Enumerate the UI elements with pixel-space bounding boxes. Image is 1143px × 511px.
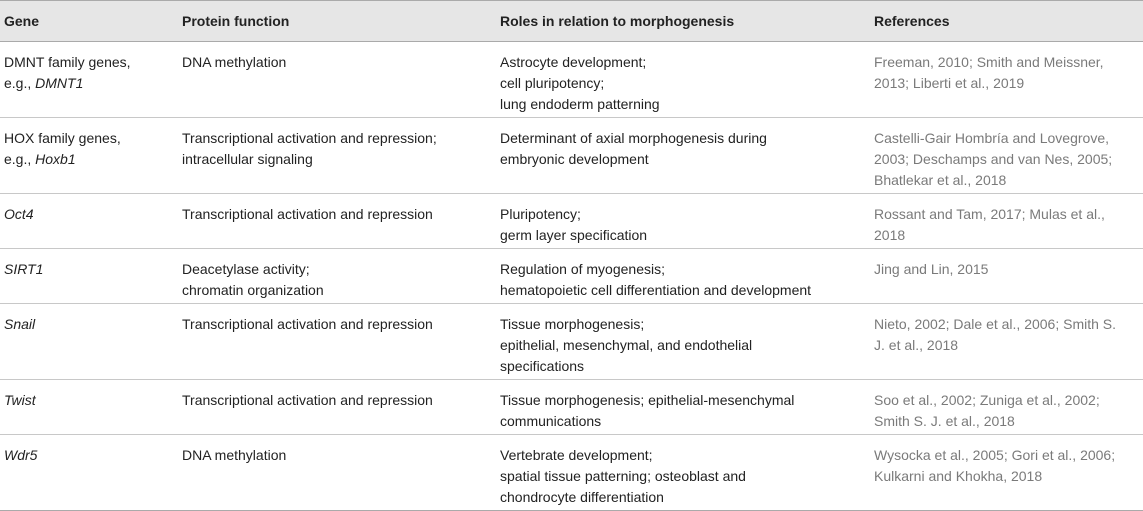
roles-line: chondrocyte differentiation	[500, 489, 664, 505]
roles-line: Determinant of axial morphogenesis durin…	[500, 130, 767, 146]
cell-references: Freeman, 2010; Smith and Meissner, 2013;…	[870, 42, 1143, 118]
reference-line: 2018	[874, 227, 906, 243]
cell-roles: Vertebrate development; spatial tissue p…	[496, 435, 870, 511]
reference-line: Jing and Lin, 2015	[874, 261, 989, 277]
cell-protein-function: Transcriptional activation and repressio…	[178, 304, 496, 380]
roles-line: Tissue morphogenesis; epithelial-mesench…	[500, 392, 795, 408]
roles-line: lung endoderm patterning	[500, 96, 660, 112]
roles-line: Regulation of myogenesis;	[500, 261, 665, 277]
cell-protein-function: Deacetylase activity; chromatin organiza…	[178, 249, 496, 304]
reference-line: Nieto, 2002; Dale et al., 2006; Smith S.	[874, 316, 1117, 332]
gene-line: DMNT family genes,	[4, 54, 131, 70]
gene-italic-name: DMNT1	[35, 75, 84, 91]
header-gene: Gene	[0, 0, 178, 42]
header-protein-function: Protein function	[178, 0, 496, 42]
cell-roles: Tissue morphogenesis; epithelial-mesench…	[496, 380, 870, 435]
cell-protein-function: Transcriptional activation and repressio…	[178, 380, 496, 435]
table-row: DMNT family genes, e.g., DMNT1 DNA methy…	[0, 42, 1143, 118]
gene-italic-name: Hoxb1	[35, 151, 76, 167]
gene-italic-name: Oct4	[4, 206, 34, 222]
function-line: Deacetylase activity;	[182, 261, 310, 277]
reference-line: Bhatlekar et al., 2018	[874, 172, 1007, 188]
function-line: Transcriptional activation and repressio…	[182, 130, 437, 146]
cell-references: Wysocka et al., 2005; Gori et al., 2006;…	[870, 435, 1143, 511]
cell-roles: Pluripotency; germ layer specification	[496, 194, 870, 249]
cell-gene: HOX family genes, e.g., Hoxb1	[0, 118, 178, 194]
cell-references: Rossant and Tam, 2017; Mulas et al., 201…	[870, 194, 1143, 249]
gene-line: e.g., Hoxb1	[4, 149, 174, 170]
cell-protein-function: Transcriptional activation and repressio…	[178, 194, 496, 249]
function-line: chromatin organization	[182, 282, 324, 298]
cell-roles: Astrocyte development; cell pluripotency…	[496, 42, 870, 118]
roles-line: hematopoietic cell differentiation and d…	[500, 282, 812, 298]
reference-line: 2003; Deschamps and van Nes, 2005;	[874, 151, 1113, 167]
roles-line: Astrocyte development;	[500, 54, 647, 70]
reference-line: Rossant and Tam, 2017; Mulas et al.,	[874, 206, 1105, 222]
reference-line: Castelli-Gair Hombría and Lovegrove,	[874, 130, 1109, 146]
cell-roles: Determinant of axial morphogenesis durin…	[496, 118, 870, 194]
reference-line: Kulkarni and Khokha, 2018	[874, 468, 1043, 484]
reference-line: J. et al., 2018	[874, 337, 959, 353]
cell-protein-function: DNA methylation	[178, 435, 496, 511]
reference-line: Freeman, 2010; Smith and Meissner,	[874, 54, 1104, 70]
gene-italic-name: Snail	[4, 316, 36, 332]
roles-line: communications	[500, 413, 602, 429]
roles-line: specifications	[500, 358, 585, 374]
roles-line: Tissue morphogenesis;	[500, 316, 645, 332]
cell-references: Nieto, 2002; Dale et al., 2006; Smith S.…	[870, 304, 1143, 380]
reference-line: Wysocka et al., 2005; Gori et al., 2006;	[874, 447, 1116, 463]
cell-protein-function: DNA methylation	[178, 42, 496, 118]
gene-italic-name: Twist	[4, 392, 36, 408]
gene-prefix: e.g.,	[4, 151, 36, 167]
cell-references: Soo et al., 2002; Zuniga et al., 2002; S…	[870, 380, 1143, 435]
gene-line: e.g., DMNT1	[4, 73, 174, 94]
table-row: HOX family genes, e.g., Hoxb1 Transcript…	[0, 118, 1143, 194]
table-row: Snail Transcriptional activation and rep…	[0, 304, 1143, 380]
table-header-row: Gene Protein function Roles in relation …	[0, 0, 1143, 42]
cell-references: Jing and Lin, 2015	[870, 249, 1143, 304]
cell-protein-function: Transcriptional activation and repressio…	[178, 118, 496, 194]
table-row: Twist Transcriptional activation and rep…	[0, 380, 1143, 435]
gene-italic-name: Wdr5	[4, 447, 38, 463]
gene-prefix: e.g.,	[4, 75, 36, 91]
gene-italic-name: SIRT1	[4, 261, 44, 277]
function-line: intracellular signaling	[182, 151, 313, 167]
function-line: DNA methylation	[182, 54, 287, 70]
reference-line: Soo et al., 2002; Zuniga et al., 2002;	[874, 392, 1100, 408]
function-line: Transcriptional activation and repressio…	[182, 206, 433, 222]
function-line: Transcriptional activation and repressio…	[182, 316, 433, 332]
roles-line: Pluripotency;	[500, 206, 581, 222]
cell-gene: Twist	[0, 380, 178, 435]
roles-line: embryonic development	[500, 151, 649, 167]
cell-gene: Snail	[0, 304, 178, 380]
table-row: Wdr5 DNA methylation Vertebrate developm…	[0, 435, 1143, 511]
roles-line: epithelial, mesenchymal, and endothelial	[500, 337, 753, 353]
cell-gene: DMNT family genes, e.g., DMNT1	[0, 42, 178, 118]
roles-line: Vertebrate development;	[500, 447, 653, 463]
cell-gene: Oct4	[0, 194, 178, 249]
header-roles: Roles in relation to morphogenesis	[496, 0, 870, 42]
gene-line: HOX family genes,	[4, 130, 121, 146]
roles-line: cell pluripotency;	[500, 75, 605, 91]
table-row: SIRT1 Deacetylase activity; chromatin or…	[0, 249, 1143, 304]
cell-gene: SIRT1	[0, 249, 178, 304]
cell-roles: Regulation of myogenesis; hematopoietic …	[496, 249, 870, 304]
reference-line: 2013; Liberti et al., 2019	[874, 75, 1025, 91]
roles-line: spatial tissue patterning; osteoblast an…	[500, 468, 746, 484]
function-line: Transcriptional activation and repressio…	[182, 392, 433, 408]
cell-roles: Tissue morphogenesis; epithelial, mesenc…	[496, 304, 870, 380]
cell-references: Castelli-Gair Hombría and Lovegrove, 200…	[870, 118, 1143, 194]
table-row: Oct4 Transcriptional activation and repr…	[0, 194, 1143, 249]
function-line: DNA methylation	[182, 447, 287, 463]
cell-gene: Wdr5	[0, 435, 178, 511]
header-references: References	[870, 0, 1143, 42]
reference-line: Smith S. J. et al., 2018	[874, 413, 1015, 429]
roles-line: germ layer specification	[500, 227, 648, 243]
